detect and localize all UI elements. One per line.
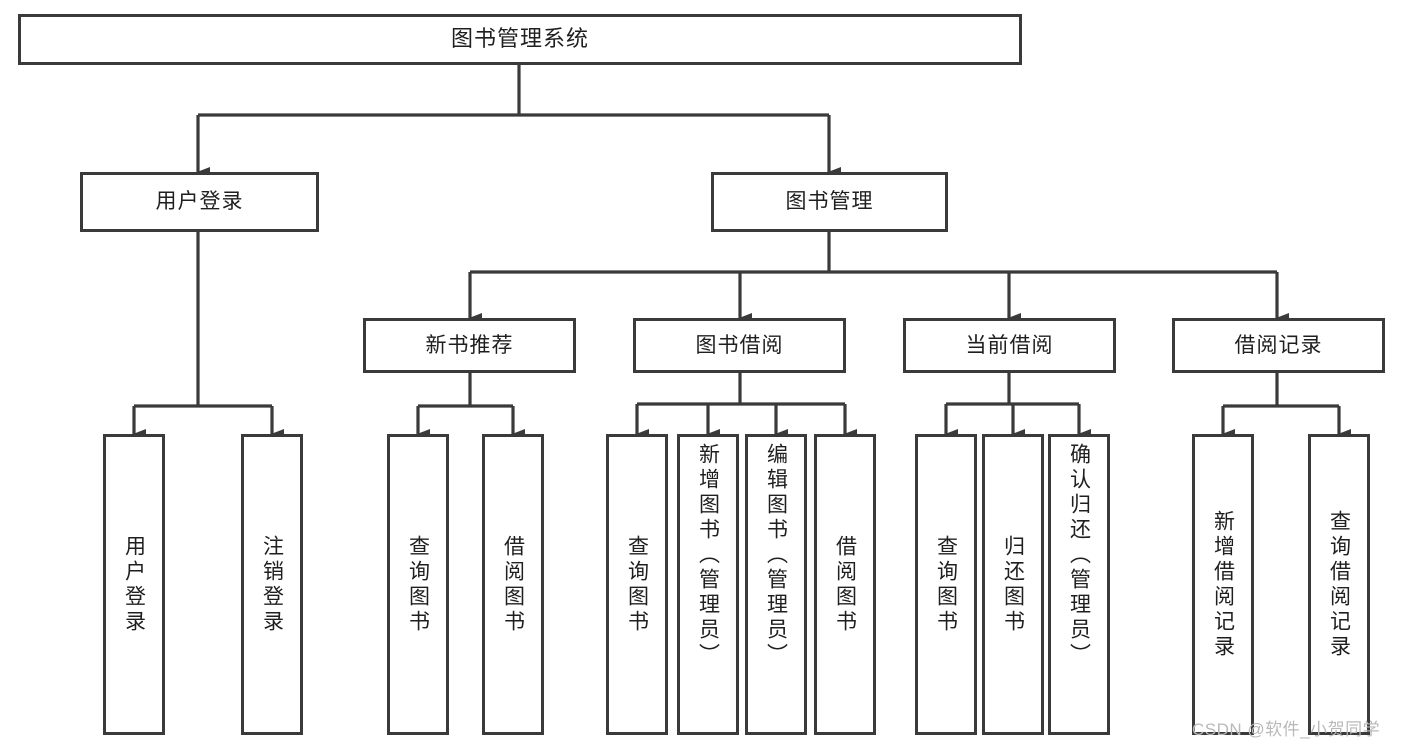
node-label: 借阅记录 — [1234, 333, 1323, 357]
node-leaf-edit-book-admin[interactable]: 编辑图书（管理员） — [745, 434, 807, 735]
node-label: 查询图书 — [625, 534, 649, 635]
node-leaf-return-book[interactable]: 归还图书 — [982, 434, 1044, 735]
node-label: 图书管理系统 — [450, 26, 589, 52]
node-label: 借阅图书 — [833, 534, 857, 635]
node-book-management[interactable]: 图书管理 — [711, 172, 948, 232]
node-label: 新增图书（管理员） — [696, 443, 720, 668]
node-label: 查询图书 — [934, 534, 958, 635]
node-label: 编辑图书（管理员） — [764, 443, 788, 668]
node-label: 图书借阅 — [695, 333, 784, 357]
node-user-login[interactable]: 用户登录 — [80, 172, 319, 232]
node-leaf-query-book-3[interactable]: 查询图书 — [915, 434, 977, 735]
node-current-borrow[interactable]: 当前借阅 — [903, 318, 1116, 373]
node-leaf-add-book-admin[interactable]: 新增图书（管理员） — [677, 434, 739, 735]
node-label: 确认归还（管理员） — [1067, 443, 1091, 668]
node-label: 图书管理 — [785, 190, 874, 214]
node-leaf-query-book-1[interactable]: 查询图书 — [387, 434, 449, 735]
node-leaf-logout-login[interactable]: 注销登录 — [241, 434, 303, 735]
node-book-borrow[interactable]: 图书借阅 — [633, 318, 846, 373]
node-label: 当前借阅 — [965, 333, 1054, 357]
csdn-watermark: CSDN @软件_小贺同学 — [1192, 720, 1381, 739]
node-leaf-confirm-return-admin[interactable]: 确认归还（管理员） — [1048, 434, 1110, 735]
node-label: 查询图书 — [406, 534, 430, 635]
node-leaf-add-borrow-record[interactable]: 新增借阅记录 — [1192, 434, 1254, 735]
node-leaf-query-borrow-record[interactable]: 查询借阅记录 — [1308, 434, 1370, 735]
node-label: 归还图书 — [1001, 534, 1025, 635]
node-label: 用户登录 — [122, 534, 146, 635]
node-borrow-record[interactable]: 借阅记录 — [1172, 318, 1385, 373]
node-new-book-recommend[interactable]: 新书推荐 — [363, 318, 576, 373]
node-label: 查询借阅记录 — [1327, 509, 1351, 660]
node-leaf-query-book-2[interactable]: 查询图书 — [606, 434, 668, 735]
node-label: 注销登录 — [260, 534, 284, 635]
node-leaf-borrow-book-2[interactable]: 借阅图书 — [814, 434, 876, 735]
node-leaf-user-login[interactable]: 用户登录 — [103, 434, 165, 735]
node-label: 用户登录 — [155, 190, 244, 214]
node-label: 新增借阅记录 — [1211, 509, 1235, 660]
node-leaf-borrow-book-1[interactable]: 借阅图书 — [482, 434, 544, 735]
node-label: 新书推荐 — [425, 333, 514, 357]
node-label: 借阅图书 — [501, 534, 525, 635]
node-root-system[interactable]: 图书管理系统 — [18, 14, 1022, 65]
